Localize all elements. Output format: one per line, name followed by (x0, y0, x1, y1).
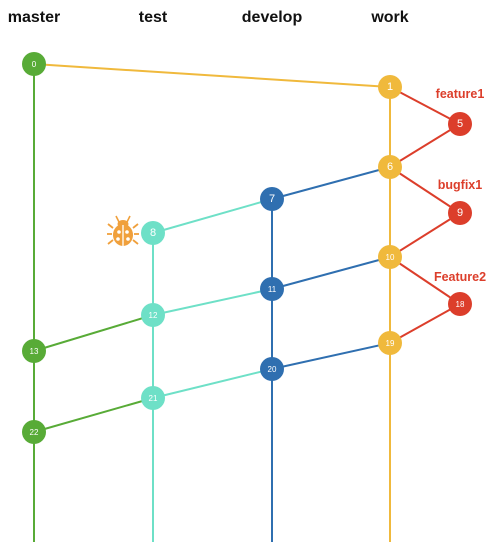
side-branch-label-feature1: feature1 (436, 87, 485, 101)
commit-circle[interactable] (378, 155, 402, 179)
commit-node-7[interactable]: 7 (260, 187, 284, 211)
commit-label: 13 (30, 347, 39, 356)
commit-node-12[interactable]: 12 (141, 303, 165, 327)
commit-node-11[interactable]: 11 (260, 277, 284, 301)
commit-circle[interactable] (378, 75, 402, 99)
commit-node-19[interactable]: 19 (378, 331, 402, 355)
commit-node-21[interactable]: 21 (141, 386, 165, 410)
commit-circle[interactable] (260, 357, 284, 381)
commit-node-20[interactable]: 20 (260, 357, 284, 381)
commit-label: 19 (386, 339, 395, 348)
branch-label-develop: develop (242, 9, 303, 26)
side-branch-labels: feature1 bugfix1 Feature2 (434, 87, 486, 284)
branch-label-work: work (370, 9, 408, 26)
edge-20-21 (152, 368, 273, 399)
commit-node-0[interactable]: 0 (22, 52, 46, 76)
commit-label: 21 (149, 394, 158, 403)
commit-circle[interactable] (141, 303, 165, 327)
commit-circle[interactable] (448, 292, 472, 316)
edge-6-9 (389, 166, 461, 214)
edge-5-6 (389, 123, 461, 168)
commit-node-18[interactable]: 18 (448, 292, 472, 316)
commit-label: 11 (268, 285, 277, 294)
commit-circle[interactable] (448, 201, 472, 225)
commit-node-13[interactable]: 13 (22, 339, 46, 363)
edge-9-10 (389, 212, 461, 258)
commit-label: 22 (30, 428, 39, 437)
commit-node-1[interactable]: 1 (378, 75, 402, 99)
edge-0-1 (33, 63, 391, 88)
commit-node-22[interactable]: 22 (22, 420, 46, 444)
commit-label: 12 (149, 311, 158, 320)
commit-node-10[interactable]: 10 (378, 245, 402, 269)
commit-node-6[interactable]: 6 (378, 155, 402, 179)
side-branch-label-bugfix1: bugfix1 (438, 178, 482, 192)
commit-label: 0 (32, 60, 37, 69)
commit-label: 10 (386, 253, 395, 262)
edge-19-20 (271, 342, 391, 370)
edge-10-18 (389, 256, 461, 305)
branch-label-master: master (8, 9, 60, 26)
commit-nodes: 0 1 5 6 7 8 9 10 11 12 13 18 19 20 21 22 (22, 52, 472, 444)
edge-1-5 (389, 86, 461, 125)
commit-circle[interactable] (448, 112, 472, 136)
commit-label: 8 (150, 227, 156, 239)
commit-circle[interactable] (260, 187, 284, 211)
commit-label: 1 (387, 81, 393, 93)
edge-12-13 (33, 314, 154, 352)
edge-7-8 (152, 198, 273, 234)
branch-label-test: test (139, 9, 168, 26)
commit-circle[interactable] (22, 339, 46, 363)
commit-circle[interactable] (141, 221, 165, 245)
commit-circle[interactable] (260, 277, 284, 301)
commit-circle[interactable] (141, 386, 165, 410)
bug-icon (107, 215, 139, 246)
commit-label: 9 (457, 207, 463, 219)
edge-6-7 (271, 166, 391, 200)
edge-10-11 (271, 256, 391, 290)
commit-label: 6 (387, 161, 393, 173)
commit-label: 20 (268, 365, 277, 374)
commit-circle[interactable] (378, 331, 402, 355)
side-branch-label-feature2: Feature2 (434, 270, 486, 284)
commit-label: 5 (457, 118, 463, 130)
edge-21-22 (33, 397, 154, 433)
branch-labels: master test develop work (8, 9, 409, 26)
commit-circle[interactable] (22, 52, 46, 76)
edge-18-19 (389, 303, 461, 344)
commit-node-8[interactable]: 8 (141, 221, 165, 245)
commit-node-9[interactable]: 9 (448, 201, 472, 225)
commit-node-5[interactable]: 5 (448, 112, 472, 136)
commit-label: 18 (456, 300, 465, 309)
edge-11-12 (152, 288, 273, 316)
commit-circle[interactable] (378, 245, 402, 269)
commit-circle[interactable] (22, 420, 46, 444)
commit-edges (33, 63, 461, 433)
commit-label: 7 (269, 193, 275, 205)
